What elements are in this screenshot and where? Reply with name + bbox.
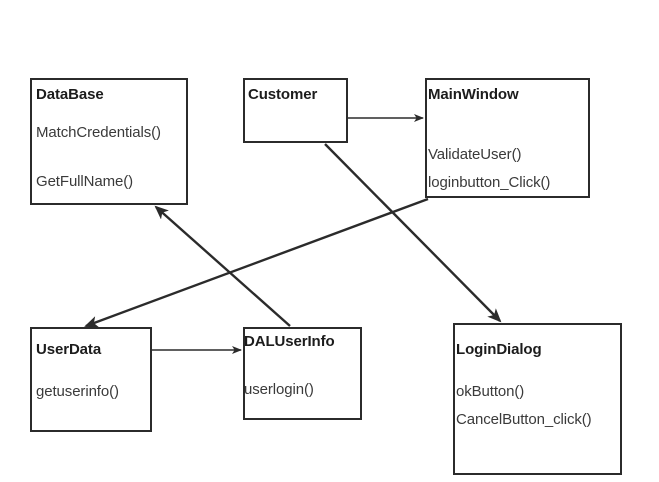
class-method-userdata-0: getuserinfo() [36, 383, 119, 400]
class-title-logindialog: LoginDialog [456, 341, 542, 358]
class-title-customer: Customer [248, 86, 318, 103]
class-method-logindialog-0: okButton() [456, 383, 525, 400]
class-box-dalluserinfo[interactable] [243, 327, 362, 420]
class-method-database-1: GetFullName() [36, 173, 134, 190]
connection-dalluserinfo-to-database [154, 205, 291, 327]
class-method-dalluserinfo-0: userlogin() [244, 381, 314, 398]
class-title-database: DataBase [36, 86, 104, 103]
class-title-mainwindow: MainWindow [428, 86, 519, 103]
class-box-customer[interactable] [243, 78, 348, 143]
class-title-dalluserinfo: DALUserInfo [244, 333, 335, 350]
connection-customer-to-logindialog [324, 143, 502, 323]
class-title-userdata: UserData [36, 341, 102, 358]
class-method-logindialog-1: CancelButton_click() [456, 411, 592, 428]
class-method-mainwindow-0: ValidateUser() [428, 146, 522, 163]
class-box-database[interactable] [30, 78, 188, 205]
class-method-mainwindow-1: loginbutton_Click() [428, 174, 551, 191]
class-box-logindialog[interactable] [453, 323, 622, 475]
class-box-mainwindow[interactable] [425, 78, 590, 198]
class-method-database-0: MatchCredentials() [36, 124, 161, 141]
connection-mainwindow-to-userdata [84, 197, 429, 328]
class-box-userdata[interactable] [30, 327, 152, 432]
